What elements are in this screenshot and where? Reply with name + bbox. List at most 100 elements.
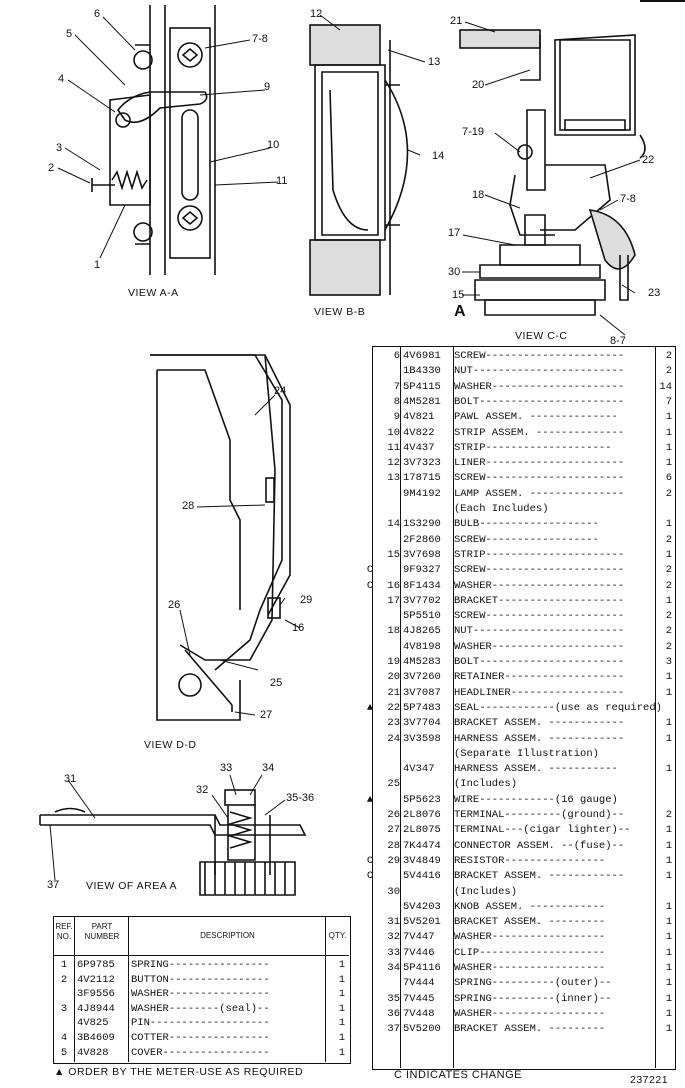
- right-parts-table-frame: [372, 346, 676, 1070]
- right-cell-desc: CONNECTOR ASSEM. --(fuse)--: [454, 839, 625, 852]
- top-rule: [640, 0, 685, 2]
- right-cell-desc: NUT------------------------: [454, 625, 625, 638]
- right-table-col-divider-2: [453, 346, 454, 1068]
- right-cell-qty: 7: [665, 395, 672, 408]
- right-cell-part: 5V5200: [403, 1023, 441, 1036]
- right-cell-desc: SEAL------------(use as required): [454, 701, 662, 714]
- left-cell-desc: BUTTON----------------: [131, 973, 270, 986]
- callout-aa-0: 6: [94, 8, 101, 20]
- right-cell-ref: 13: [387, 472, 400, 485]
- right-cell-part: 9F9327: [403, 564, 441, 577]
- right-cell-part: 5P5623: [403, 793, 441, 806]
- right-cell-desc: SCREW----------------------: [454, 472, 625, 485]
- right-cell-ref: 10: [387, 426, 400, 439]
- right-cell-qty: 2: [665, 625, 672, 638]
- right-cell-desc: BRACKET ASSEM. ------------: [454, 717, 625, 730]
- right-cell-qty: 2: [665, 365, 672, 378]
- right-cell-ref: 11: [387, 441, 400, 454]
- callout-cc-8: 15: [452, 289, 465, 301]
- right-cell-ref: 12: [387, 457, 400, 470]
- right-cell-desc: KNOB ASSEM. ------------: [454, 900, 606, 913]
- right-cell-desc: HARNESS ASSEM. -----------: [454, 763, 618, 776]
- left-cell-qty: 1: [338, 1002, 345, 1015]
- right-cell-desc: WASHER---------------------: [454, 579, 625, 592]
- left-cell-desc: PIN-------------------: [131, 1017, 270, 1030]
- right-cell-part: 4J8265: [403, 625, 441, 638]
- left-parts-table-frame: [53, 916, 351, 1064]
- right-cell-qty: 1: [665, 992, 672, 1005]
- right-cell-ref: 25: [387, 778, 400, 791]
- callout-area-a-0: 31: [64, 773, 77, 785]
- right-cell-qty: 1: [665, 824, 672, 837]
- right-cell-qty: 1: [665, 686, 672, 699]
- right-cell-ref: 21: [387, 686, 400, 699]
- right-cell-ref: 27: [387, 824, 400, 837]
- right-cell-part: 1B4330: [403, 365, 441, 378]
- right-cell-qty: 1: [665, 426, 672, 439]
- right-row: 5V4203 KNOB ASSEM. ------------1: [350, 900, 685, 915]
- right-cell-qty: 1: [665, 763, 672, 776]
- right-cell-qty: 1: [665, 671, 672, 684]
- right-cell-part: 7V447: [403, 931, 435, 944]
- right-cell-part: 3V4849: [403, 854, 441, 867]
- right-row: 7V444 SPRING----------(outer)--1: [350, 976, 685, 991]
- right-cell-desc: BRACKET ASSEM. ---------: [454, 916, 606, 929]
- right-cell-qty: 2: [665, 579, 672, 592]
- right-row: (Separate Illustration): [350, 747, 685, 762]
- right-cell-desc: SPRING----------(outer)--: [454, 977, 612, 990]
- right-cell-desc: BULB-------------------: [454, 518, 599, 531]
- caption-view-dd: VIEW D-D: [144, 739, 197, 751]
- right-cell-desc: STRIP ASSEM. --------------: [454, 426, 625, 439]
- callout-dd-3: 29: [300, 594, 313, 606]
- right-cell-part: 5P7483: [403, 701, 441, 714]
- callout-cc-1: 20: [472, 79, 485, 91]
- left-table-col-divider-3: [325, 916, 326, 1062]
- right-cell-desc: WASHER------------------: [454, 1007, 606, 1020]
- callout-dd-2: 26: [168, 599, 181, 611]
- right-row: 30 (Includes): [350, 885, 685, 900]
- right-cell-ref: 9: [393, 411, 400, 424]
- left-cell-desc: WASHER--------(seal)--: [131, 1002, 270, 1015]
- callout-cc-11: 8-7: [610, 335, 626, 347]
- callout-cc-3: 22: [642, 154, 655, 166]
- callout-aa-4: 9: [264, 81, 271, 93]
- right-cell-part: 178715: [403, 472, 441, 485]
- right-cell-ref: 29: [387, 854, 400, 867]
- right-cell-qty: 1: [665, 441, 672, 454]
- right-cell-part: 3V7323: [403, 457, 441, 470]
- left-cell-part: 6P9785: [77, 959, 115, 971]
- leader-lines: [49, 14, 641, 881]
- right-cell-ref: 23: [387, 717, 400, 730]
- right-table-col-divider-1: [400, 346, 401, 1068]
- left-cell-qty: 1: [338, 988, 345, 1001]
- right-cell-desc: SCREW----------------------: [454, 350, 625, 362]
- right-cell-part: 5P4115: [403, 380, 441, 393]
- right-cell-ref: 14: [387, 518, 400, 531]
- right-cell-qty: 14: [659, 380, 672, 393]
- callout-cc-2: 7-19: [462, 126, 485, 138]
- right-cell-qty: 2: [665, 350, 672, 362]
- right-cell-part: 3V7704: [403, 717, 441, 730]
- right-cell-ref: 30: [387, 885, 400, 898]
- right-cell-desc: WASHER---------------------: [454, 640, 625, 653]
- left-table-col-divider-2: [128, 916, 129, 1062]
- callout-cc-4: 18: [472, 189, 485, 201]
- right-cell-desc: STRIP--------------------: [454, 441, 612, 454]
- left-cell-part: 4J8944: [77, 1002, 115, 1015]
- right-cell-part: 2F2860: [403, 533, 441, 546]
- right-cell-part: 3V7260: [403, 671, 441, 684]
- right-cell-part: 5P4116: [403, 962, 441, 974]
- right-cell-part: 3V7087: [403, 686, 441, 699]
- right-cell-desc: (Separate Illustration): [454, 747, 599, 760]
